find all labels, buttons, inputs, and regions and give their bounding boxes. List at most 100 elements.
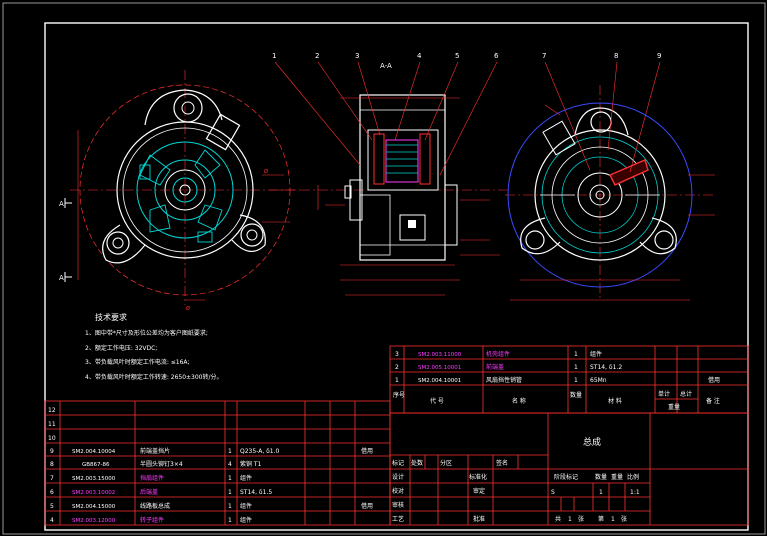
ubom-r2-note: 借用 bbox=[708, 376, 720, 384]
lbom-r2-seq: 10 bbox=[48, 435, 56, 442]
tb-current-unit: 张 bbox=[621, 515, 627, 523]
balloon-5[interactable]: 5 bbox=[455, 52, 459, 60]
ubom-h-weight: 重量 bbox=[668, 403, 680, 411]
lbom-r5-code: SM2.003.15000 bbox=[72, 476, 116, 482]
tb-total-label: 共 bbox=[555, 515, 561, 523]
balloon-numbers: 1 2 3 4 5 6 7 8 9 bbox=[272, 52, 661, 60]
right-front-view[interactable] bbox=[505, 85, 715, 301]
lbom-r8-seq: 4 bbox=[50, 517, 54, 524]
lbom-r3-name: 前端盖挡片 bbox=[140, 447, 170, 455]
svg-text:Ø: Ø bbox=[186, 305, 190, 312]
balloon-8[interactable]: 8 bbox=[614, 52, 618, 60]
title-block[interactable] bbox=[389, 412, 749, 526]
tb-total-unit: 张 bbox=[578, 515, 584, 523]
upper-bom-cells: 3 SM2.003.11000 机壳组件 1 组件 2 SM2.005.1000… bbox=[393, 350, 720, 411]
ubom-r0-name: 机壳组件 bbox=[486, 350, 510, 358]
lbom-r7-mat: 组件 bbox=[240, 502, 252, 510]
lbom-r8-mat: 组件 bbox=[240, 516, 252, 524]
tb-stage-mark: 阶段标记 bbox=[554, 473, 578, 481]
lbom-r3-seq: 9 bbox=[50, 448, 54, 455]
balloon-2[interactable]: 2 bbox=[315, 52, 319, 60]
lbom-r5-mat: 组件 bbox=[240, 474, 252, 482]
ubom-h-qty: 数量 bbox=[570, 391, 582, 399]
lbom-r5-seq: 7 bbox=[50, 475, 54, 482]
lbom-r6-seq: 6 bbox=[50, 489, 54, 496]
balloon-6[interactable]: 6 bbox=[494, 52, 499, 60]
ubom-r0-mat: 组件 bbox=[590, 350, 602, 358]
tech-line-4: 4、带负载风叶时额定工作转速: 2650±300转/分。 bbox=[85, 373, 223, 381]
tb-current-label: 第 bbox=[598, 515, 604, 523]
tech-line-1: 1、图中带*尺寸及形位公差均为客户图纸要求; bbox=[85, 329, 208, 337]
tb-weight: 重量 bbox=[611, 473, 623, 481]
ubom-r2-seq: 1 bbox=[395, 377, 399, 384]
tb-mark: 标记 bbox=[392, 459, 404, 467]
tb-audit: 审核 bbox=[392, 501, 404, 509]
ubom-r2-name: 风扇挡性销管 bbox=[486, 376, 522, 384]
lower-bom-table[interactable] bbox=[44, 400, 391, 526]
tb-check: 校对 bbox=[392, 487, 404, 495]
drawing-name[interactable]: 总成 bbox=[583, 436, 601, 448]
lbom-r5-name: 挡扇组件 bbox=[140, 474, 164, 482]
lbom-r6-name: 后端盖 bbox=[140, 488, 158, 496]
lbom-r4-code: GB867-86 bbox=[82, 462, 110, 468]
ubom-h-material: 材 料 bbox=[608, 397, 622, 405]
lbom-r8-name: 转子组件 bbox=[140, 516, 164, 524]
lbom-r3-mat: Q235-A, δ1.0 bbox=[240, 448, 280, 455]
lbom-r1-seq: 11 bbox=[48, 421, 56, 428]
balloon-4[interactable]: 4 bbox=[417, 52, 422, 60]
tech-line-3: 3、带负载风叶时额定工作电流: ≤16A; bbox=[85, 358, 190, 366]
ubom-r2-qty: 1 bbox=[574, 377, 578, 384]
lbom-r7-name: 线路板总成 bbox=[140, 502, 170, 510]
technical-requirements: 技术要求 1、图中带*尺寸及形位公差均为客户图纸要求; 2、额定工作电压: 32… bbox=[85, 312, 223, 381]
ubom-r0-seq: 3 bbox=[395, 351, 399, 358]
ubom-h-note: 备 注 bbox=[706, 397, 720, 405]
lbom-r7-code: SM2.004.15000 bbox=[72, 504, 116, 510]
tb-sign: 签名 bbox=[496, 459, 508, 467]
lbom-r0-seq: 12 bbox=[48, 407, 56, 414]
section-arrow-bottom bbox=[64, 272, 72, 282]
section-view-label: A-A bbox=[380, 62, 392, 70]
svg-text:Ø: Ø bbox=[264, 168, 268, 175]
tb-process: 工艺 bbox=[392, 515, 404, 523]
tb-quantity: 数量 bbox=[595, 473, 607, 481]
ubom-r0-code: SM2.003.11000 bbox=[418, 352, 462, 358]
balloon-7[interactable]: 7 bbox=[542, 52, 546, 60]
tb-approve: 批准 bbox=[473, 515, 485, 523]
lbom-r4-seq: 8 bbox=[50, 461, 54, 468]
ubom-h-total: 总计 bbox=[680, 390, 692, 398]
ubom-r1-mat: ST14, δ1.2 bbox=[590, 364, 622, 371]
tb-design: 设计 bbox=[392, 473, 404, 481]
ubom-h-code: 代 号 bbox=[430, 397, 444, 405]
lbom-r6-mat: ST14, δ1.5 bbox=[240, 489, 272, 496]
lbom-r7-qty: 1 bbox=[228, 503, 232, 510]
tech-title: 技术要求 bbox=[95, 312, 127, 322]
lbom-r3-note: 借用 bbox=[361, 447, 373, 455]
ubom-r1-code: SM2.005.10001 bbox=[418, 365, 461, 371]
center-section-view[interactable] bbox=[300, 94, 510, 296]
balloon-3[interactable]: 3 bbox=[355, 52, 359, 60]
tb-quantity-value: 1 bbox=[599, 489, 603, 496]
tb-current-value: 1 bbox=[611, 516, 615, 523]
lbom-r3-code: SM2.004.10004 bbox=[72, 449, 116, 455]
ubom-h-name: 名 称 bbox=[512, 397, 526, 405]
ubom-r2-mat: 65Mn bbox=[590, 377, 607, 384]
section-arrow-label-bottom: A bbox=[59, 274, 64, 282]
lbom-r4-qty: 4 bbox=[228, 461, 232, 468]
tb-total-value: 1 bbox=[568, 516, 572, 523]
tb-scale-value: 1:1 bbox=[630, 489, 640, 496]
lbom-r3-qty: 1 bbox=[228, 448, 232, 455]
title-block-cells: 总成 标记 处数 分区 签名 设计 标准化 校对 审定 审核 工艺 批准 阶段标… bbox=[392, 436, 640, 523]
ubom-r1-qty: 1 bbox=[574, 364, 578, 371]
lbom-r8-qty: 1 bbox=[228, 517, 232, 524]
lbom-r4-mat: 紫铜 T1 bbox=[240, 460, 262, 468]
balloon-9[interactable]: 9 bbox=[657, 52, 661, 60]
lbom-r7-seq: 5 bbox=[50, 503, 54, 510]
tb-standardize: 标准化 bbox=[469, 473, 487, 481]
left-rear-view[interactable]: Ø Ø bbox=[70, 70, 300, 312]
ubom-r1-name: 前端盖 bbox=[486, 363, 504, 371]
drawing-border bbox=[44, 22, 749, 531]
balloon-1[interactable]: 1 bbox=[272, 52, 276, 60]
ubom-h-unit: 单计 bbox=[658, 390, 670, 398]
